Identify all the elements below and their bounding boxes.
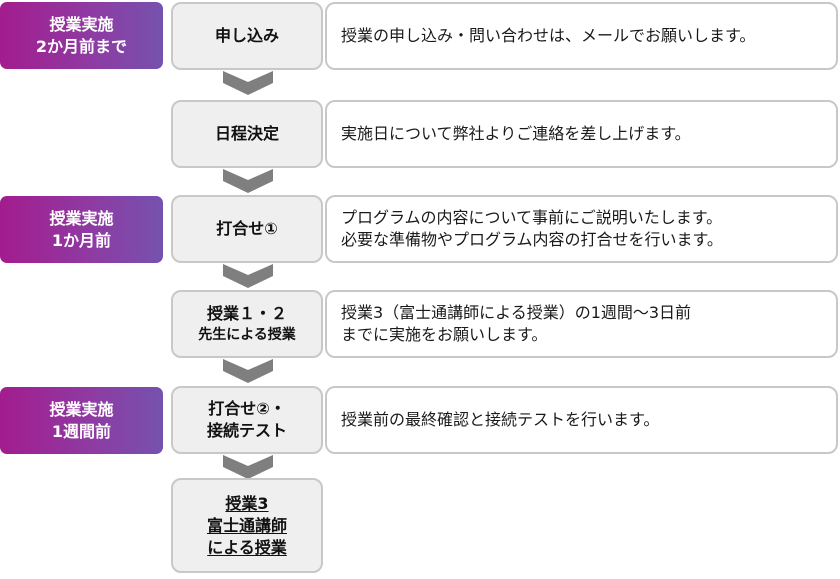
chevron-down-icon [223,359,273,383]
description-line: 必要な準備物やプログラム内容の打合せを行います。 [341,230,723,249]
step-title: 打合せ②・ [208,399,286,418]
chevron-down-icon [223,264,273,288]
step-lessons-1-2: 授業１・２ 先生による授業 [171,290,323,358]
step-meeting-2-description: 授業前の最終確認と接続テストを行います。 [325,386,838,454]
step-application: 申し込み [171,2,323,70]
timing-label-line2: 1か月前 [51,230,112,250]
final-step-line: 授業3 [225,493,269,513]
description-line: 授業前の最終確認と接続テストを行います。 [341,410,660,429]
timing-label-line1: 授業実施 [49,399,114,419]
step-application-description: 授業の申し込み・問い合わせは、メールでお願いします。 [325,2,838,70]
step-meeting-1-description: プログラムの内容について事前にご説明いたします。 必要な準備物やプログラム内容の… [325,195,838,263]
step-lessons-1-2-description: 授業3（富士通講師による授業）の1週間～3日前 までに実施をお願いします。 [325,290,838,358]
step-meeting-1: 打合せ① [171,195,323,263]
timing-label-1-week: 授業実施 1週間前 [0,387,163,454]
chevron-down-icon [223,169,273,193]
description-line: 授業の申し込み・問い合わせは、メールでお願いします。 [341,26,756,45]
timing-label-line2: 2か月前まで [35,36,128,56]
step-schedule-description: 実施日について弊社よりご連絡を差し上げます。 [325,100,838,168]
step-title: 日程決定 [214,124,279,143]
description-line: 授業3（富士通講師による授業）の1週間～3日前 [341,303,692,322]
step-title: 授業１・２ [206,304,287,323]
step-title: 申し込み [214,26,279,45]
timing-label-line2: 1週間前 [51,421,112,441]
step-title: 打合せ① [216,219,278,238]
step-meeting-2-connection-test: 打合せ②・ 接続テスト [171,386,323,454]
timing-label-2-months: 授業実施 2か月前まで [0,2,163,69]
step-schedule: 日程決定 [171,100,323,168]
description-line: 実施日について弊社よりご連絡を差し上げます。 [341,124,691,143]
chevron-down-icon [223,455,273,479]
step-subtitle: 接続テスト [206,421,287,440]
timing-label-line1: 授業実施 [49,14,114,34]
step-subtitle: 先生による授業 [198,327,296,343]
description-line: プログラムの内容について事前にご説明いたします。 [341,208,723,227]
timing-label-1-month: 授業実施 1か月前 [0,196,163,263]
final-step-line: による授業 [207,537,287,557]
step-lesson-3-fujitsu: 授業3 富士通講師 による授業 [171,478,323,573]
description-line: までに実施をお願いします。 [341,325,548,344]
timing-label-line1: 授業実施 [49,208,114,228]
chevron-down-icon [223,71,273,95]
final-step-line: 富士通講師 [206,515,287,535]
